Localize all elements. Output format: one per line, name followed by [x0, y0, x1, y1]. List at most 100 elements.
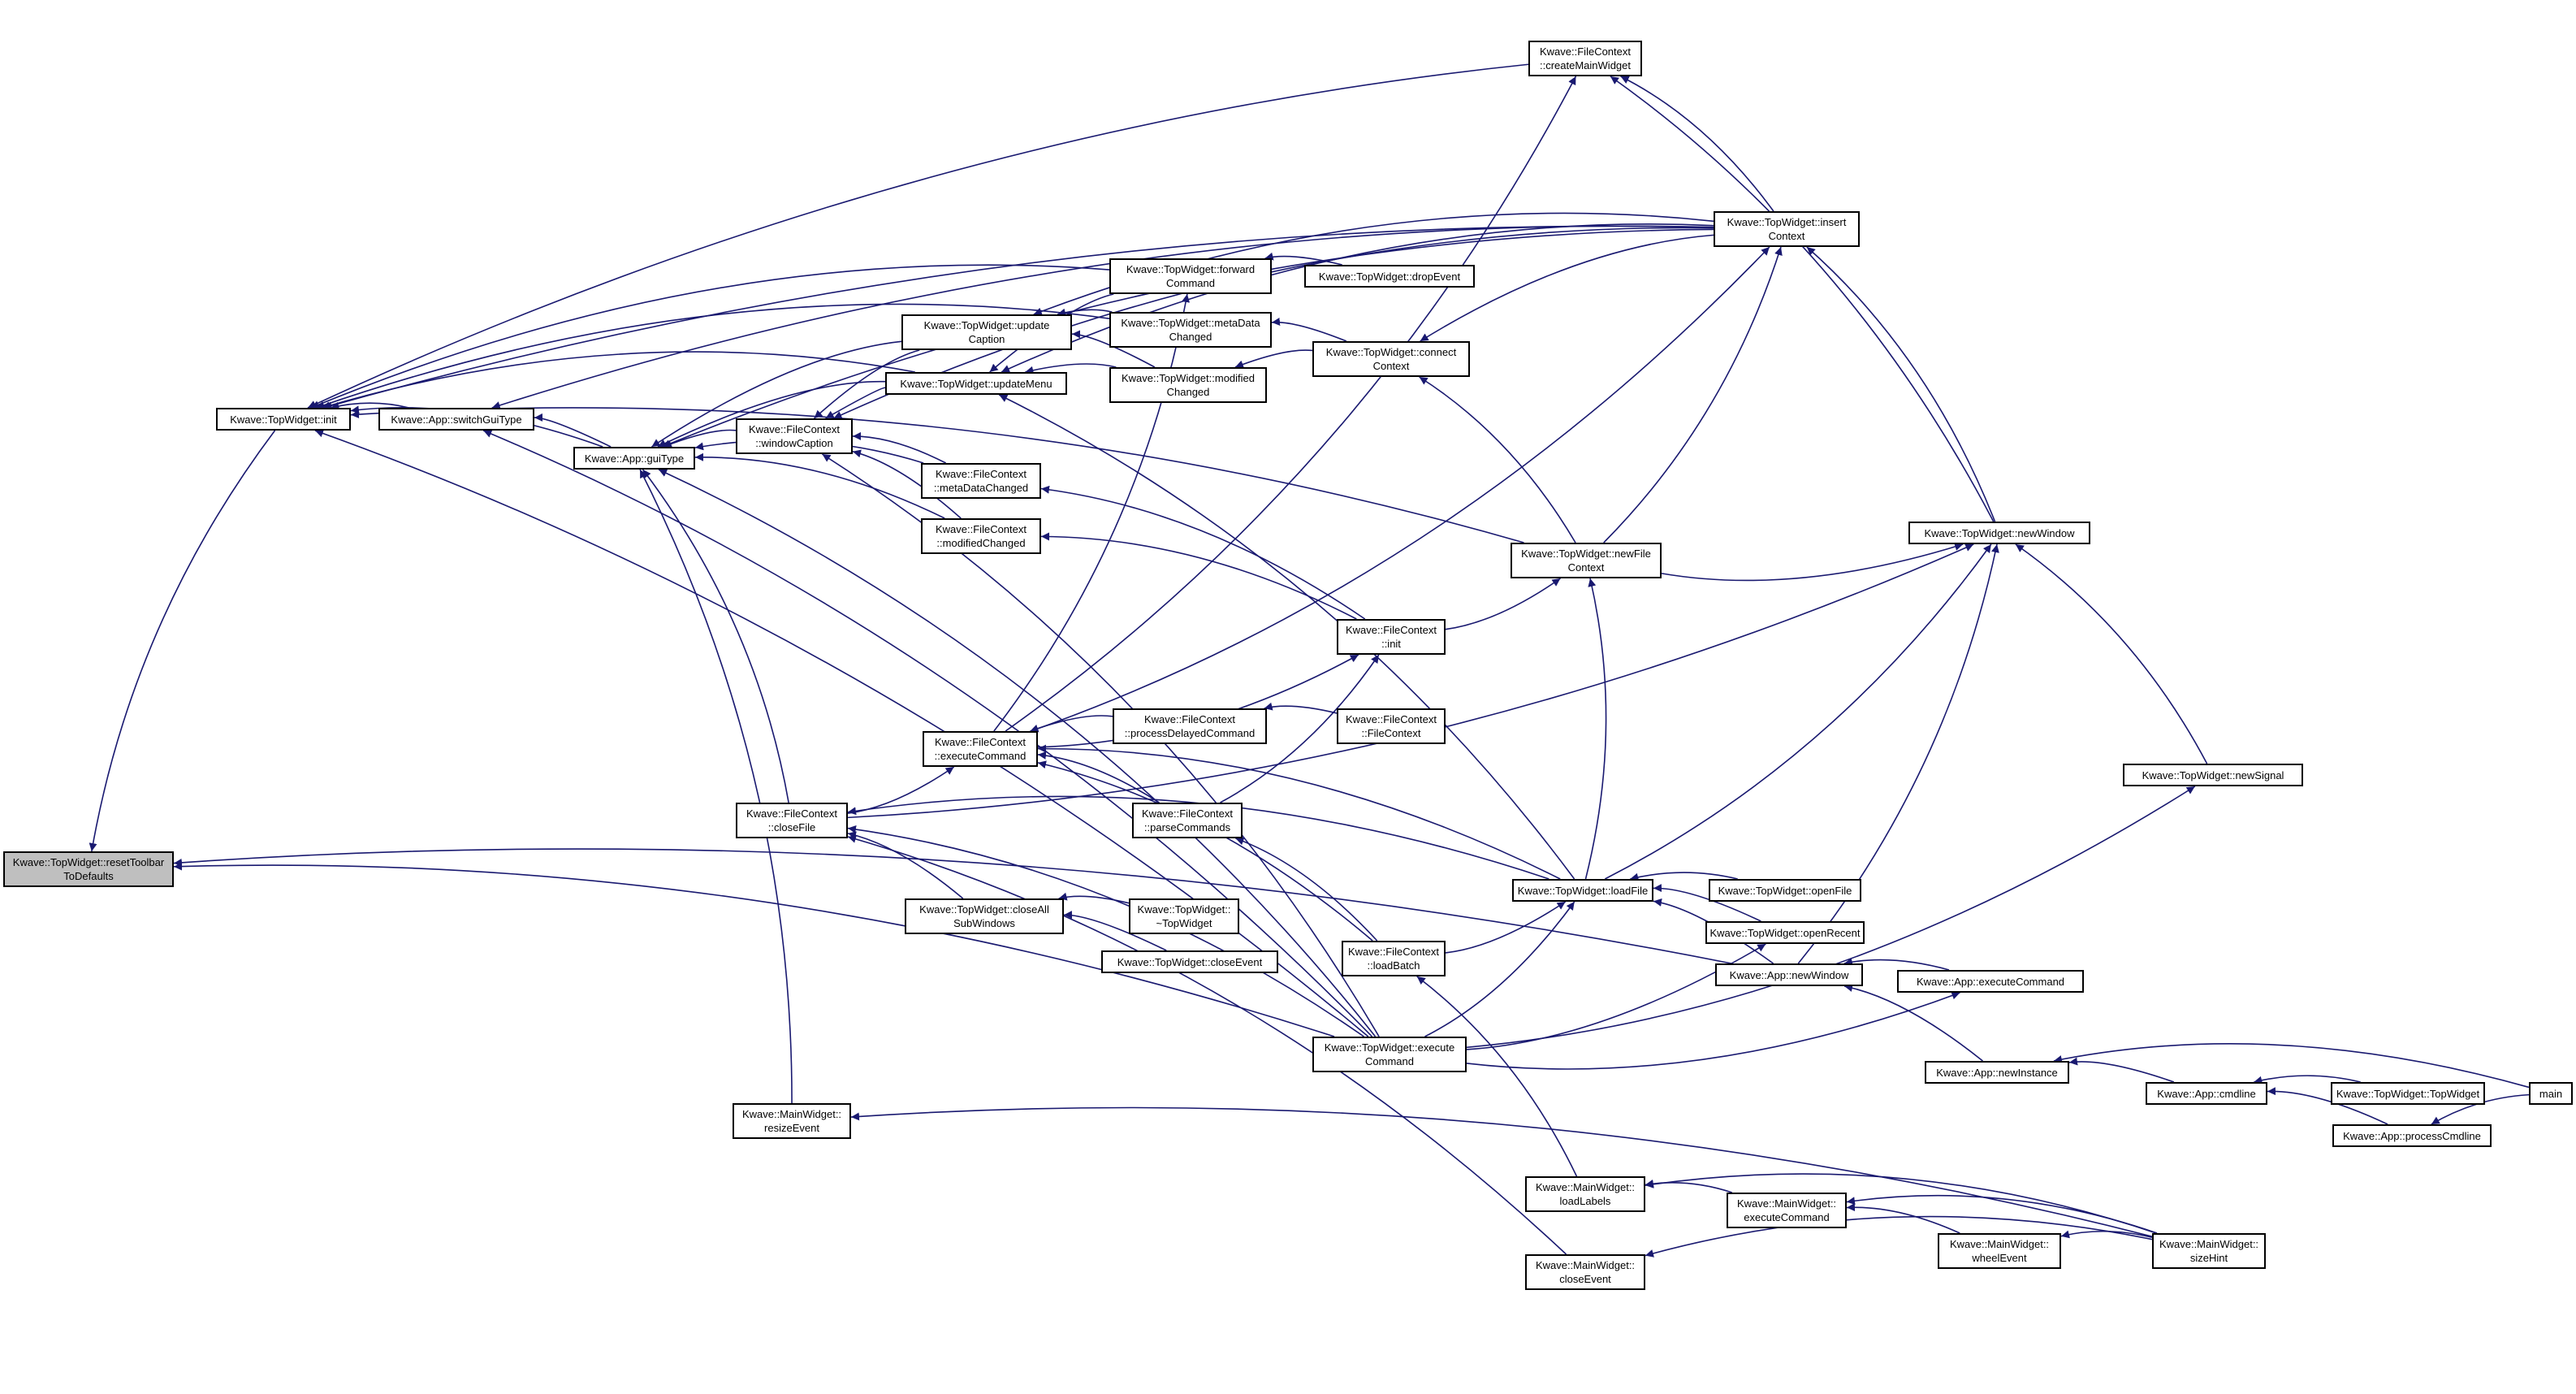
node-label-line2: executeCommand — [1744, 1211, 1830, 1223]
edge-loadLabels-to-loadBatch — [1416, 976, 1578, 1177]
edge-fcModifiedChanged-to-guiType — [694, 452, 945, 519]
node-label: Kwave::TopWidget:: — [1137, 903, 1231, 916]
node-label: Kwave::FileContext — [936, 468, 1027, 480]
edge-closeEventTW-to-closeAllSub — [1063, 911, 1167, 951]
node-fc-ctor[interactable]: Kwave::FileContext::FileContext — [1337, 708, 1446, 744]
node-new-window-t-w[interactable]: Kwave::TopWidget::newWindow — [1908, 522, 2090, 544]
node-load-batch[interactable]: Kwave::FileContext::loadBatch — [1342, 941, 1446, 976]
edge-cmdline-to-newInstance — [2068, 1057, 2175, 1083]
node-execute-command-f-c[interactable]: Kwave::FileContext::executeCommand — [923, 731, 1038, 767]
node-label: Kwave::FileContext — [746, 807, 837, 820]
node-parse-commands[interactable]: Kwave::FileContext::parseCommands — [1132, 803, 1243, 838]
edge-executeCommandFC-to-createMainWidget — [1005, 76, 1577, 732]
node-label: Kwave::FileContext — [935, 736, 1026, 748]
edge-twExecuteCommand-to-appExecuteCommand — [1466, 991, 1960, 1070]
node-process-delayed[interactable]: Kwave::FileContext::processDelayedComman… — [1113, 708, 1267, 744]
node-label: Kwave::TopWidget::newWindow — [1924, 526, 2075, 539]
edge-newWindowTW-to-insertContext — [1806, 246, 1996, 522]
node-window-caption[interactable]: Kwave::FileContext::windowCaption — [736, 418, 853, 454]
node-cmdline[interactable]: Kwave::App::cmdline — [2146, 1082, 2267, 1105]
node-fc-modified-changed[interactable]: Kwave::FileContext::modifiedChanged — [921, 518, 1041, 554]
edge-windowCaption-to-guiType — [663, 429, 737, 448]
node-label: Kwave::FileContext — [1142, 807, 1233, 820]
node-label-line2: Command — [1166, 277, 1215, 289]
node-label-line2: ::parseCommands — [1143, 821, 1231, 833]
edge-openFile-to-loadFile — [1630, 872, 1738, 881]
edge-createMainWidget-to-tw_init — [307, 63, 1529, 409]
node-tw_init[interactable]: Kwave::TopWidget::init — [216, 408, 351, 431]
edge-switchGui-to-tw_init — [331, 401, 409, 410]
node-label: Kwave::TopWidget::connect — [1325, 346, 1457, 358]
node-label-line2: Caption — [968, 333, 1005, 345]
node-label-line2: ::FileContext — [1361, 727, 1421, 739]
node-open-recent[interactable]: Kwave::TopWidget::openRecent — [1705, 921, 1865, 944]
edge-tw_init-to-resetToolbar — [89, 430, 276, 852]
node-label-line2: ~TopWidget — [1156, 917, 1212, 929]
node-fc-meta-data-changed[interactable]: Kwave::FileContext::metaDataChanged — [921, 463, 1041, 499]
edge-fcInit-to-fcModifiedChanged — [1040, 532, 1357, 620]
node-label-line2: ::windowCaption — [755, 437, 833, 449]
node-label-line2: ::processDelayedCommand — [1124, 727, 1256, 739]
edge-appNewWindow-to-newWindowTW — [1797, 543, 1999, 964]
node-new-signal[interactable]: Kwave::TopWidget::newSignal — [2123, 764, 2303, 786]
node-process-cmdline[interactable]: Kwave::App::processCmdline — [2332, 1124, 2492, 1147]
node-label-line2: Context — [1567, 561, 1605, 574]
node-app-execute-command[interactable]: Kwave::App::executeCommand — [1897, 970, 2084, 993]
node-close-event-t-w[interactable]: Kwave::TopWidget::closeEvent — [1101, 950, 1278, 973]
edge-fcModifiedChanged-to-windowCaption — [852, 449, 962, 519]
node-label: Kwave::FileContext — [1348, 946, 1439, 958]
node-label: Kwave::TopWidget::metaData — [1121, 317, 1260, 329]
edge-fcInit-to-fcMetaDataChanged — [1040, 485, 1366, 620]
node-resize-event[interactable]: Kwave::MainWidget::resizeEvent — [733, 1103, 851, 1139]
node-drop-event[interactable]: Kwave::TopWidget::dropEvent — [1304, 265, 1475, 288]
node-load-file[interactable]: Kwave::TopWidget::loadFile — [1512, 879, 1653, 902]
edge-closeFile-to-executeCommandFC — [847, 766, 955, 814]
edge-sizeHint-to-closeEventMW — [1645, 1215, 2153, 1258]
node-tw-ctor[interactable]: Kwave::TopWidget::TopWidget — [2331, 1082, 2485, 1105]
node-fc-init[interactable]: Kwave::FileContext::init — [1337, 619, 1446, 655]
node-tw-dtor[interactable]: Kwave::TopWidget::~TopWidget — [1129, 898, 1239, 934]
node-gui-type[interactable]: Kwave::App::guiType — [573, 447, 695, 470]
node-label-line2: ::modifiedChanged — [936, 537, 1026, 549]
node-label: Kwave::MainWidget:: — [1535, 1181, 1636, 1193]
node-label: Kwave::App::executeCommand — [1916, 975, 2065, 988]
node-label: Kwave::TopWidget::updateMenu — [900, 377, 1052, 390]
node-new-instance[interactable]: Kwave::App::newInstance — [1925, 1061, 2069, 1084]
edge-connectContext-to-metaDataChanged — [1271, 318, 1347, 342]
node-label: Kwave::TopWidget::TopWidget — [2336, 1087, 2480, 1100]
edge-updateMenu-to-windowCaption — [825, 387, 886, 419]
node-update-menu[interactable]: Kwave::TopWidget::updateMenu — [885, 372, 1067, 395]
node-app-new-window[interactable]: Kwave::App::newWindow — [1715, 963, 1863, 986]
node-load-labels[interactable]: Kwave::MainWidget::loadLabels — [1525, 1176, 1645, 1212]
edge-insertContext-to-updateMenu — [1001, 223, 1714, 373]
node-size-hint[interactable]: Kwave::MainWidget::sizeHint — [2152, 1233, 2266, 1269]
node-main[interactable]: main — [2529, 1082, 2573, 1105]
node-open-file[interactable]: Kwave::TopWidget::openFile — [1709, 879, 1861, 902]
node-switch-gui[interactable]: Kwave::App::switchGuiType — [378, 408, 534, 431]
node-close-file[interactable]: Kwave::FileContext::closeFile — [736, 803, 848, 838]
node-close-event-m-w[interactable]: Kwave::MainWidget::closeEvent — [1525, 1254, 1645, 1290]
edge-guiType-to-switchGui — [534, 413, 612, 448]
edge-updateCaption-to-windowCaption — [814, 349, 920, 419]
node-label-line2: ::createMainWidget — [1540, 59, 1631, 71]
node-label: Kwave::MainWidget:: — [741, 1108, 842, 1120]
edge-newSignal-to-newWindowTW — [2015, 543, 2208, 764]
edge-loadFile-to-newFileContext — [1584, 578, 1607, 880]
edge-updateCaption-to-guiType — [650, 340, 902, 448]
node-wheel-event[interactable]: Kwave::MainWidget::wheelEvent — [1938, 1233, 2061, 1269]
node-create-main-widget[interactable]: Kwave::FileContext::createMainWidget — [1528, 41, 1642, 76]
node-label-line2: ::init — [1381, 638, 1401, 650]
edge-parseCommands-to-executeCommandFC — [1037, 751, 1160, 803]
node-mw-execute-command[interactable]: Kwave::MainWidget::executeCommand — [1727, 1193, 1847, 1228]
edge-forwardCommand-to-tw_init — [310, 264, 1110, 409]
node-label: Kwave::TopWidget::openFile — [1718, 884, 1852, 897]
